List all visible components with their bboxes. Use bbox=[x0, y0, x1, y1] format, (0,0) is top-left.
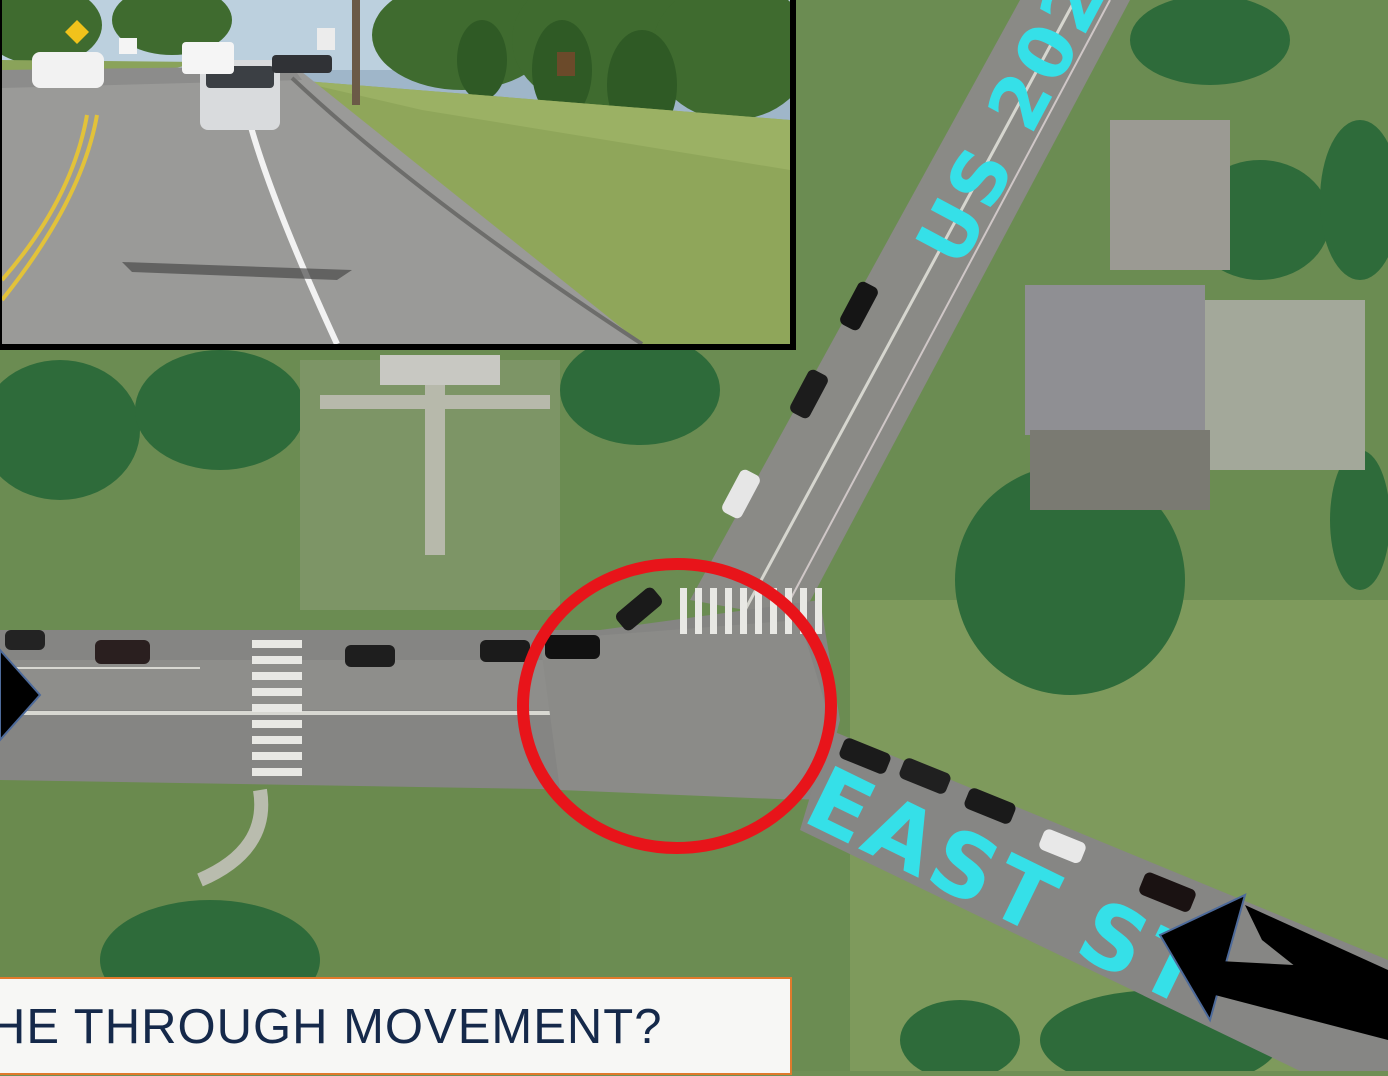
building-yard bbox=[1030, 430, 1210, 510]
intersection bbox=[540, 620, 830, 800]
driveway-lot bbox=[1110, 120, 1230, 270]
sidewalk-curve bbox=[197, 788, 269, 887]
road-us202 bbox=[690, 0, 1130, 620]
crosswalk-west bbox=[252, 640, 302, 776]
cars-east-st bbox=[839, 738, 1196, 912]
walkway-cross bbox=[320, 395, 550, 409]
road-us202-edge bbox=[789, 0, 1111, 601]
caption-text: HE THROUGH MOVEMENT? bbox=[0, 1000, 663, 1054]
walkway bbox=[425, 385, 445, 555]
arrow-southeast-icon bbox=[1158, 893, 1388, 1040]
building-roof bbox=[1025, 285, 1205, 435]
street-view-canvas bbox=[2, 0, 790, 344]
arrow-west-icon bbox=[0, 648, 42, 742]
lot-structure bbox=[380, 355, 500, 385]
building-patio bbox=[1205, 300, 1365, 470]
highlight-circle bbox=[517, 558, 837, 854]
road-us202-centerline bbox=[743, 0, 1077, 611]
cars-us202 bbox=[615, 281, 878, 631]
cars-main-road bbox=[5, 630, 600, 667]
caption-banner: HE THROUGH MOVEMENT? bbox=[0, 977, 792, 1075]
street-view-inset bbox=[0, 0, 796, 350]
